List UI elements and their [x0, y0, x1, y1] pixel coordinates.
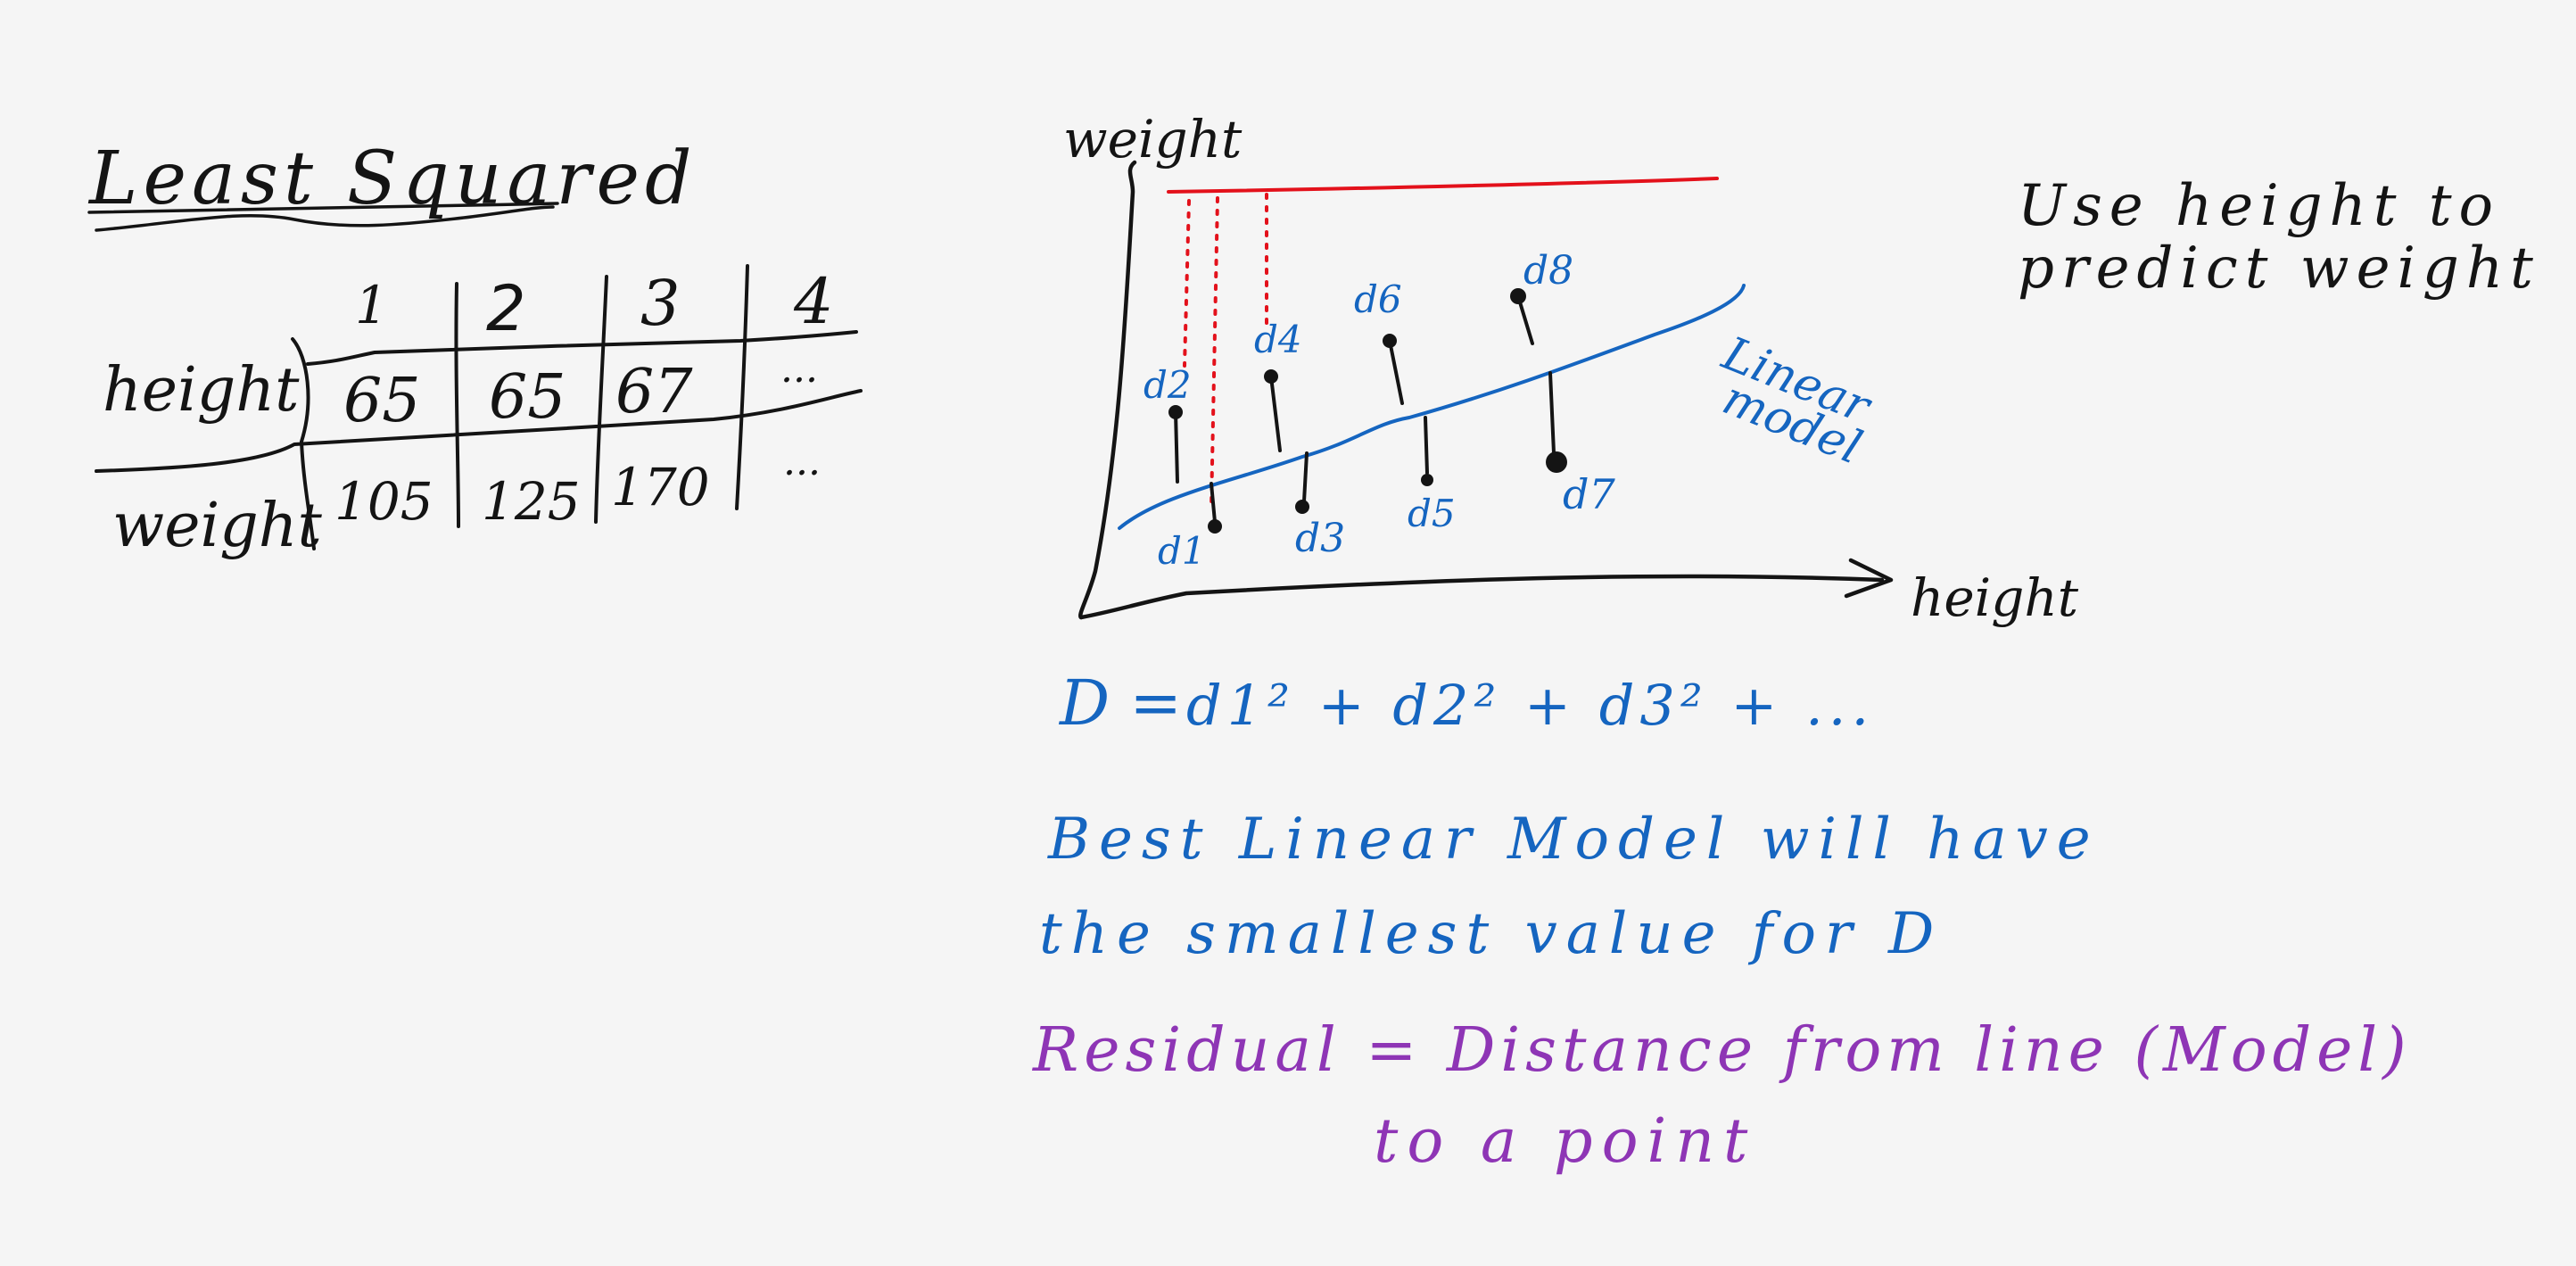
- table-col-header-3: 3: [640, 267, 681, 340]
- table-cell-weight-2: 125: [482, 471, 581, 532]
- residual-segment-d1: [1210, 482, 1217, 524]
- definition-line1: Residual = Distance from line (Model): [1031, 1015, 2412, 1086]
- residual-segment-d7: [1548, 371, 1556, 455]
- x-axis-label: height: [1911, 567, 2079, 628]
- right-note: Use height to predict weight: [2018, 173, 2540, 302]
- residual-segment-d2: [1174, 410, 1179, 484]
- table-cell-height-1: 65: [343, 366, 421, 436]
- residual-label-d2: d2: [1144, 363, 1192, 407]
- residual-segment-d8: [1516, 294, 1534, 345]
- projection-dotted-1: [1183, 199, 1191, 368]
- table-row-divider-1: [306, 330, 858, 366]
- data-table: 1 2 3 4 height weight 65 65 67 ... 105 1…: [95, 264, 863, 561]
- residual-segment-d3: [1302, 451, 1309, 503]
- title-group: Least Squared: [87, 137, 698, 232]
- table-bracket: [291, 337, 316, 550]
- definition-line2: to a point: [1374, 1106, 1756, 1177]
- table-cell-weight-4: ...: [783, 439, 821, 484]
- formula-rhs: d1² + d2² + d3² + ...: [1186, 673, 1874, 738]
- residual-label-d1: d1: [1158, 529, 1206, 573]
- data-point-d1: [1208, 519, 1222, 534]
- y-axis: [1077, 160, 1137, 620]
- statement-group: Best Linear Model will have the smallest…: [1039, 807, 2100, 967]
- formula-lhs: D =: [1058, 666, 1182, 740]
- title-wavy-underline: [95, 205, 555, 232]
- data-point-d8: [1510, 288, 1526, 304]
- residual-label-d8: d8: [1523, 248, 1573, 294]
- table-row-divider-2: [95, 389, 863, 473]
- residual-label-d4: d4: [1254, 318, 1302, 361]
- table-cell-height-2: 65: [489, 362, 566, 433]
- data-point-d4: [1264, 369, 1278, 384]
- title-underline: [87, 202, 559, 214]
- linear-model-line: [1118, 284, 1746, 530]
- data-point-d2: [1168, 405, 1183, 419]
- table-row-label-height: height: [103, 355, 300, 426]
- note-line1: Use height to: [2018, 173, 2500, 239]
- title-least-squared: Least Squared: [87, 137, 698, 221]
- projection-dotted-2: [1210, 196, 1219, 510]
- residual-label-d5: d5: [1408, 492, 1456, 535]
- note-line2: predict weight: [2018, 236, 2540, 302]
- residual-segment-d5: [1424, 416, 1429, 475]
- residual-segment-d4: [1269, 375, 1282, 452]
- data-point-d3: [1295, 500, 1309, 514]
- data-point-d6: [1383, 334, 1397, 348]
- table-cell-weight-1: 105: [334, 471, 433, 532]
- statement-line2: the smallest value for D: [1039, 901, 1943, 967]
- definition-group: Residual = Distance from line (Model) to…: [1031, 1015, 2412, 1177]
- data-point-d5: [1421, 474, 1433, 486]
- formula-group: D = d1² + d2² + d3² + ...: [1058, 666, 1874, 740]
- statement-line1: Best Linear Model will have: [1047, 807, 2100, 873]
- table-col-divider-3: [735, 264, 749, 510]
- residual-segment-d6: [1388, 339, 1404, 405]
- table-cell-height-4: ...: [780, 346, 818, 392]
- table-cell-height-3: 67: [615, 357, 693, 427]
- table-row-label-weight: weight: [112, 491, 323, 561]
- table-col-divider-2: [594, 275, 608, 524]
- residual-label-d7: d7: [1563, 470, 1615, 518]
- residual-label-d3: d3: [1295, 516, 1345, 561]
- table-cell-weight-3: 170: [611, 457, 710, 517]
- x-axis: [1078, 574, 1885, 620]
- table-col-divider-1: [454, 282, 460, 528]
- table-col-header-2: 2: [486, 272, 526, 345]
- table-col-header-1: 1: [355, 275, 388, 335]
- residual-label-d6: d6: [1354, 277, 1402, 321]
- x-axis-arrowhead: [1844, 558, 1894, 599]
- sketch-plot: weight height Linear model d1 d2 d3 d4 d…: [1063, 109, 2079, 628]
- mean-line: [1167, 177, 1719, 194]
- table-col-header-4: 4: [793, 265, 834, 338]
- data-point-d7: [1546, 451, 1567, 473]
- y-axis-label: weight: [1063, 109, 1243, 170]
